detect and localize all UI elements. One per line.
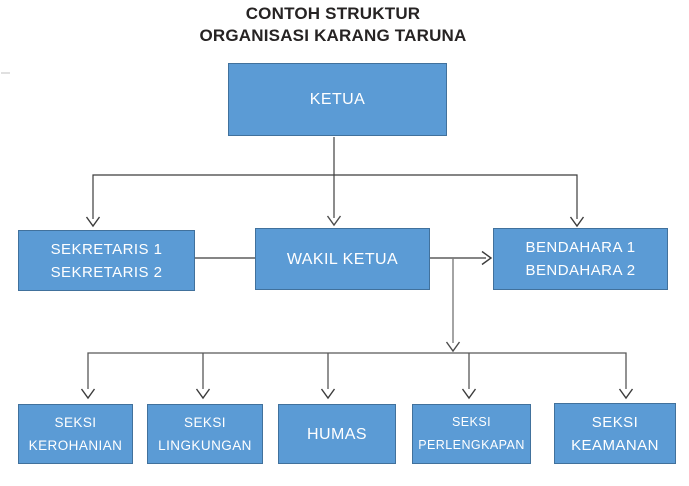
node-bendahara: BENDAHARA 1 BENDAHARA 2 bbox=[493, 228, 668, 290]
edge-seksi-rail-to-boxes bbox=[80, 352, 634, 400]
node-humas-label: HUMAS bbox=[306, 425, 368, 443]
node-seksi-perlengkapan: SEKSI PERLENGKAPAN bbox=[412, 404, 531, 464]
node-seksi-lingkungan-line1: SEKSI bbox=[183, 415, 227, 430]
node-seksi-kerohanian: SEKSI KEROHANIAN bbox=[18, 404, 133, 464]
node-seksi-perlengkapan-line2: PERLENGKAPAN bbox=[418, 438, 525, 452]
node-ketua-label: KETUA bbox=[309, 91, 366, 108]
edge-ketua-to-wakil-ketua bbox=[326, 137, 342, 227]
node-seksi-lingkungan: SEKSI LINGKUNGAN bbox=[147, 404, 263, 464]
edge-ketua-rail-to-sekretaris-bendahara bbox=[85, 174, 585, 228]
node-seksi-keamanan: SEKSI KEAMANAN bbox=[554, 403, 676, 464]
node-seksi-keamanan-line2: KEAMANAN bbox=[571, 436, 659, 454]
node-ketua: KETUA bbox=[228, 63, 447, 136]
node-sekretaris: SEKRETARIS 1 SEKRETARIS 2 bbox=[18, 230, 195, 291]
node-seksi-kerohanian-line1: SEKSI bbox=[54, 415, 97, 430]
node-seksi-keamanan-line1: SEKSI bbox=[591, 413, 639, 431]
node-seksi-perlengkapan-line1: SEKSI bbox=[451, 415, 492, 429]
edge-wakil-ketua-to-bendahara bbox=[430, 250, 493, 266]
edge-drop-to-seksi-rail bbox=[445, 258, 461, 353]
node-sekretaris-line1: SEKRETARIS 1 bbox=[50, 240, 163, 258]
node-sekretaris-line2: SEKRETARIS 2 bbox=[50, 263, 163, 281]
node-wakil-ketua-label: WAKIL KETUA bbox=[286, 250, 399, 268]
node-seksi-lingkungan-line2: LINGKUNGAN bbox=[158, 438, 252, 453]
node-bendahara-line1: BENDAHARA 1 bbox=[525, 239, 636, 256]
chart-title: CONTOH STRUKTUR ORGANISASI KARANG TARUNA bbox=[0, 3, 666, 46]
node-seksi-kerohanian-line2: KEROHANIAN bbox=[28, 438, 123, 453]
node-bendahara-line2: BENDAHARA 2 bbox=[525, 262, 636, 279]
chart-title-line1: CONTOH STRUKTUR bbox=[245, 4, 421, 23]
node-wakil-ketua: WAKIL KETUA bbox=[255, 228, 430, 290]
chart-title-line2: ORGANISASI KARANG TARUNA bbox=[199, 25, 467, 45]
node-humas: HUMAS bbox=[278, 404, 396, 464]
